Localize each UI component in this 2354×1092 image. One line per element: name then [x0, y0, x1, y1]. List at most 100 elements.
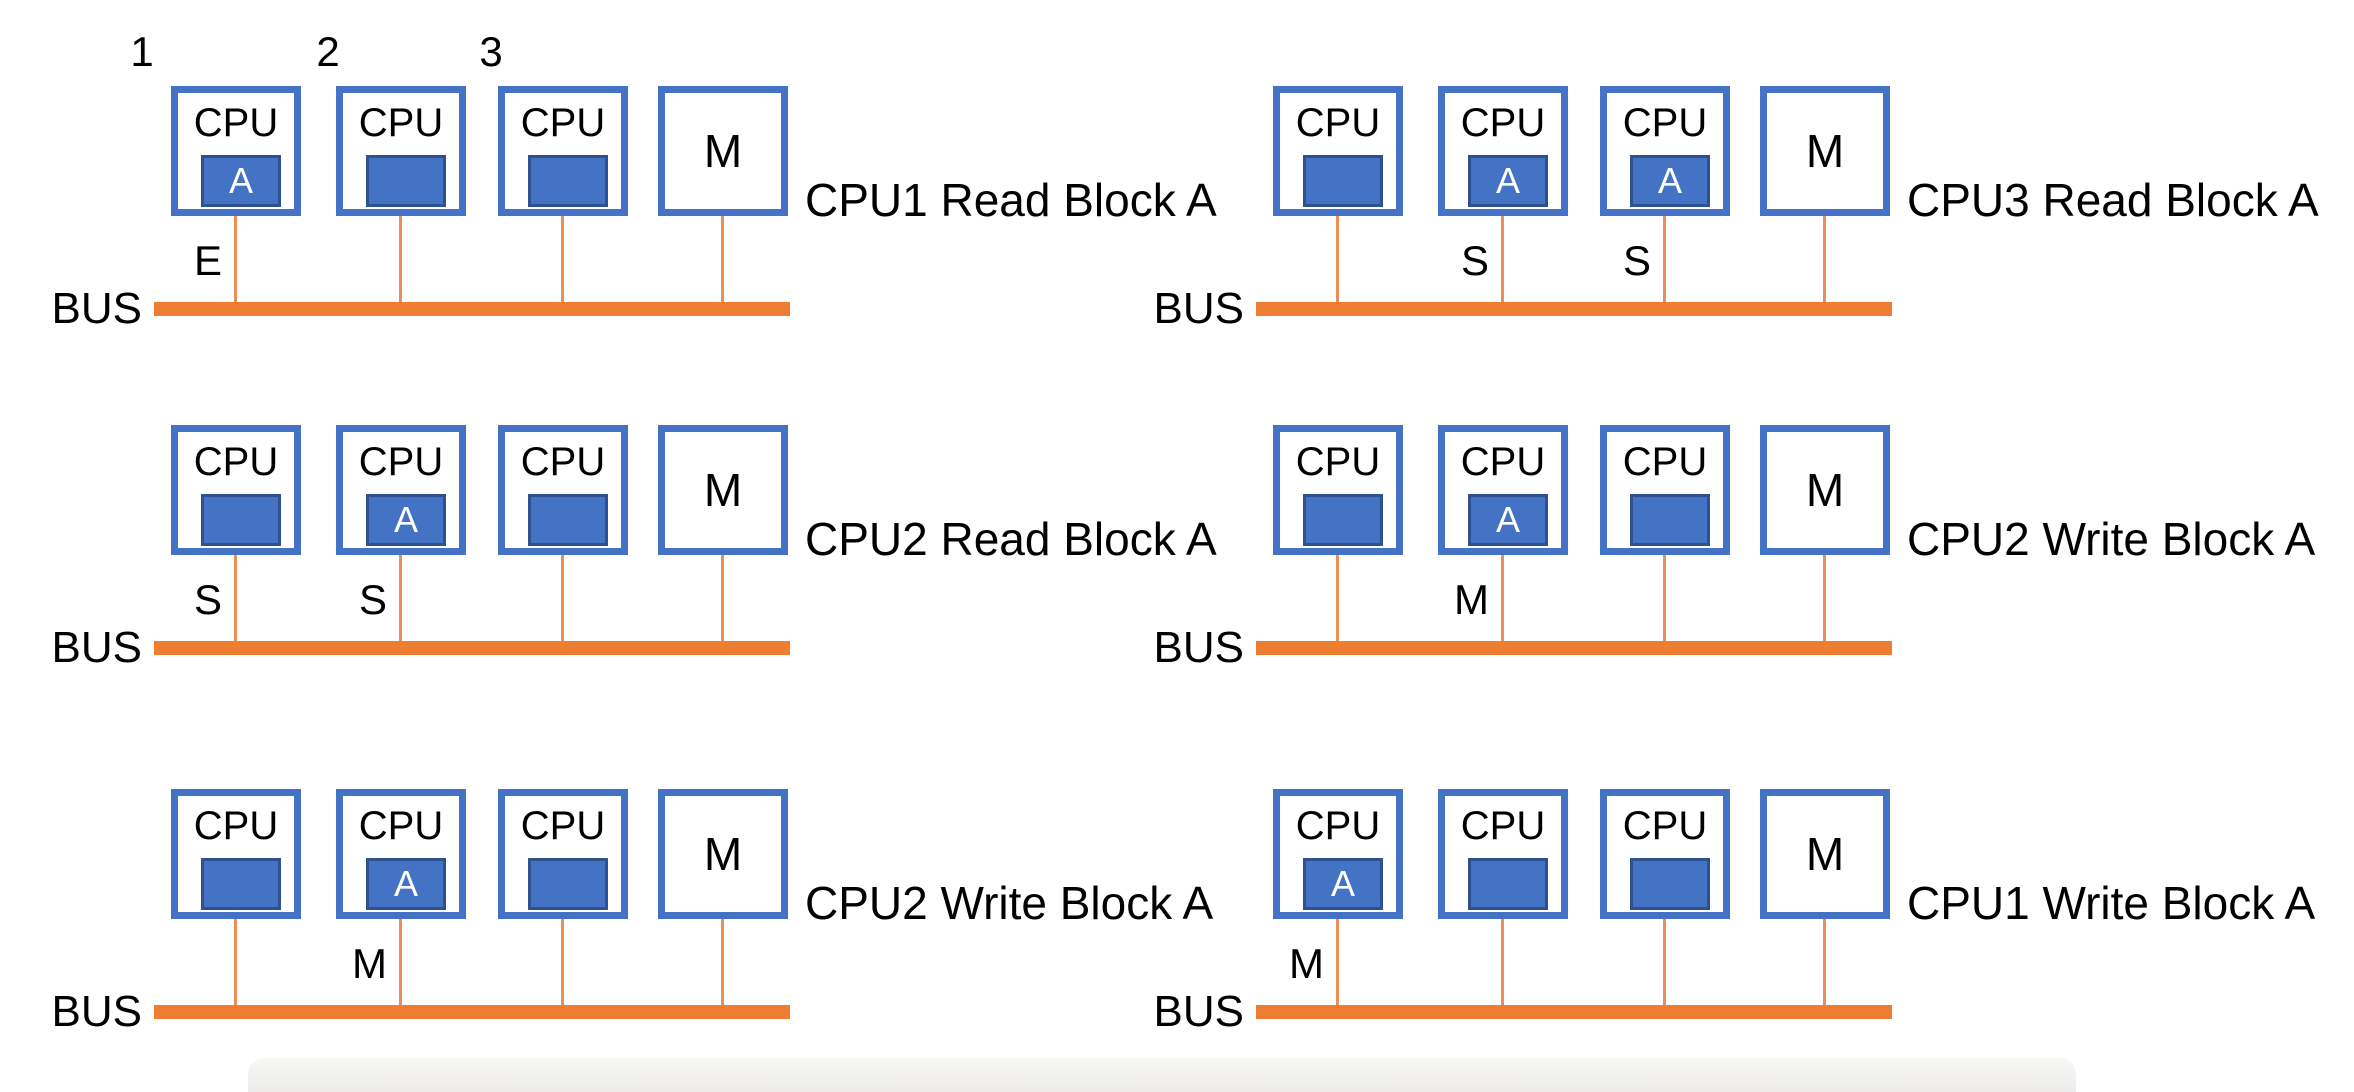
cpu-number-3: 3	[479, 28, 503, 75]
bus-label: BUS	[51, 987, 142, 1036]
panel-cpu2-write-block-a: CPU CPU A CPU M M BUS CPU2 Write Block A	[1132, 369, 2315, 681]
wire	[1336, 216, 1339, 302]
cpu2-box: CPU A	[336, 425, 466, 555]
cpu-label: CPU	[1460, 101, 1546, 145]
panel-caption: CPU2 Read Block A	[805, 513, 1217, 565]
state-label: E	[193, 237, 222, 284]
wire	[1823, 555, 1826, 641]
cpu-label: CPU	[520, 101, 606, 145]
state-label: S	[193, 576, 222, 623]
wire	[1663, 216, 1666, 302]
cpu-label: CPU	[1622, 440, 1708, 484]
cpu2-box: CPU A	[336, 789, 466, 919]
cpu-label: CPU	[520, 804, 606, 848]
cpu2-box: CPU A	[1438, 425, 1568, 555]
state-label: M	[352, 940, 387, 987]
cache-block: A	[1468, 155, 1548, 207]
cpu-label: CPU	[358, 101, 444, 145]
bus-bar	[154, 641, 790, 655]
cpu2-box: CPU A	[1438, 86, 1568, 216]
cpu3-box: CPU	[1600, 425, 1730, 555]
wire	[721, 919, 724, 1005]
cpu-label: CPU	[1622, 804, 1708, 848]
cpu-label: CPU	[1295, 440, 1381, 484]
cache-block: A	[366, 494, 446, 546]
wire	[1823, 216, 1826, 302]
cpu-number-1: 1	[130, 28, 154, 75]
wire	[1336, 919, 1339, 1005]
cpu-label: CPU	[1295, 101, 1381, 145]
cache-block: A	[201, 155, 281, 207]
cpu3-box: CPU	[1600, 789, 1730, 919]
cpu1-box: CPU A	[171, 86, 301, 216]
memory-box: M	[658, 789, 788, 919]
bus-label: BUS	[1153, 284, 1244, 333]
state-label: S	[358, 576, 387, 623]
state-label: S	[1622, 237, 1651, 284]
memory-box: M	[658, 425, 788, 555]
cpu3-box: CPU	[498, 425, 628, 555]
wire	[1336, 555, 1339, 641]
panel-cpu1-read-block-a: 1 2 3 CPU A CPU CPU M E BUS CPU1 Read Bl…	[30, 28, 1217, 342]
cpu-label: CPU	[1622, 101, 1708, 145]
bus-label: BUS	[1153, 987, 1244, 1036]
cache-block: A	[1303, 858, 1383, 910]
cpu-label: CPU	[1460, 440, 1546, 484]
state-label: M	[1289, 940, 1324, 987]
panel-cpu2-read-block-a: CPU CPU A CPU M S S BUS CPU2 Read Block …	[30, 369, 1217, 681]
cache-block	[528, 494, 608, 546]
state-label: S	[1460, 237, 1489, 284]
panel-caption: CPU1 Write Block A	[1907, 877, 2316, 929]
cpu3-box: CPU	[498, 789, 628, 919]
wire	[1501, 555, 1504, 641]
cache-block	[1468, 858, 1548, 910]
memory-box: M	[658, 86, 788, 216]
wire	[1823, 919, 1826, 1005]
panel-cpu2-write-block-a-2: CPU CPU A CPU M M BUS CPU2 Write Block A	[30, 733, 1213, 1045]
bus-bar	[154, 1005, 790, 1019]
bus-bar	[1256, 302, 1892, 316]
partial-shape-bottom	[248, 1058, 2076, 1092]
cpu-label: CPU	[193, 101, 279, 145]
panel-caption: CPU3 Read Block A	[1907, 174, 2319, 226]
wire	[234, 555, 237, 641]
wire	[561, 216, 564, 302]
panel-caption: CPU1 Read Block A	[805, 174, 1217, 226]
cpu1-box: CPU	[1273, 425, 1403, 555]
wire	[234, 216, 237, 302]
cpu2-box: CPU	[336, 86, 466, 216]
cpu3-box: CPU A	[1600, 86, 1730, 216]
cpu1-box: CPU	[171, 425, 301, 555]
cache-block	[528, 858, 608, 910]
cache-block	[201, 494, 281, 546]
memory-box: M	[1760, 86, 1890, 216]
cache-block	[366, 155, 446, 207]
cache-block	[201, 858, 281, 910]
panel-cpu1-write-block-a: CPU A CPU CPU M M BUS CPU1 Write Block A	[1132, 733, 2316, 1045]
wire	[1501, 919, 1504, 1005]
bus-bar	[1256, 641, 1892, 655]
cpu2-box: CPU	[1438, 789, 1568, 919]
wire	[561, 919, 564, 1005]
wire	[1663, 555, 1666, 641]
cpu-number-2: 2	[316, 28, 340, 75]
wire	[234, 919, 237, 1005]
cpu1-box: CPU	[1273, 86, 1403, 216]
cpu-label: CPU	[193, 804, 279, 848]
cache-block	[1303, 155, 1383, 207]
cpu-label: CPU	[520, 440, 606, 484]
cpu1-box: CPU A	[1273, 789, 1403, 919]
wire	[399, 555, 402, 641]
wire	[561, 555, 564, 641]
bus-label: BUS	[1153, 623, 1244, 672]
cpu-label: CPU	[358, 804, 444, 848]
cache-block: A	[366, 858, 446, 910]
cache-block: A	[1468, 494, 1548, 546]
memory-box: M	[1760, 425, 1890, 555]
wire	[1663, 919, 1666, 1005]
state-label: M	[1454, 576, 1489, 623]
memory-box: M	[1760, 789, 1890, 919]
cpu-label: CPU	[358, 440, 444, 484]
panel-cpu3-read-block-a: CPU CPU A CPU A M S S BUS CPU3 Read Bloc…	[1132, 30, 2319, 342]
wire	[1501, 216, 1504, 302]
